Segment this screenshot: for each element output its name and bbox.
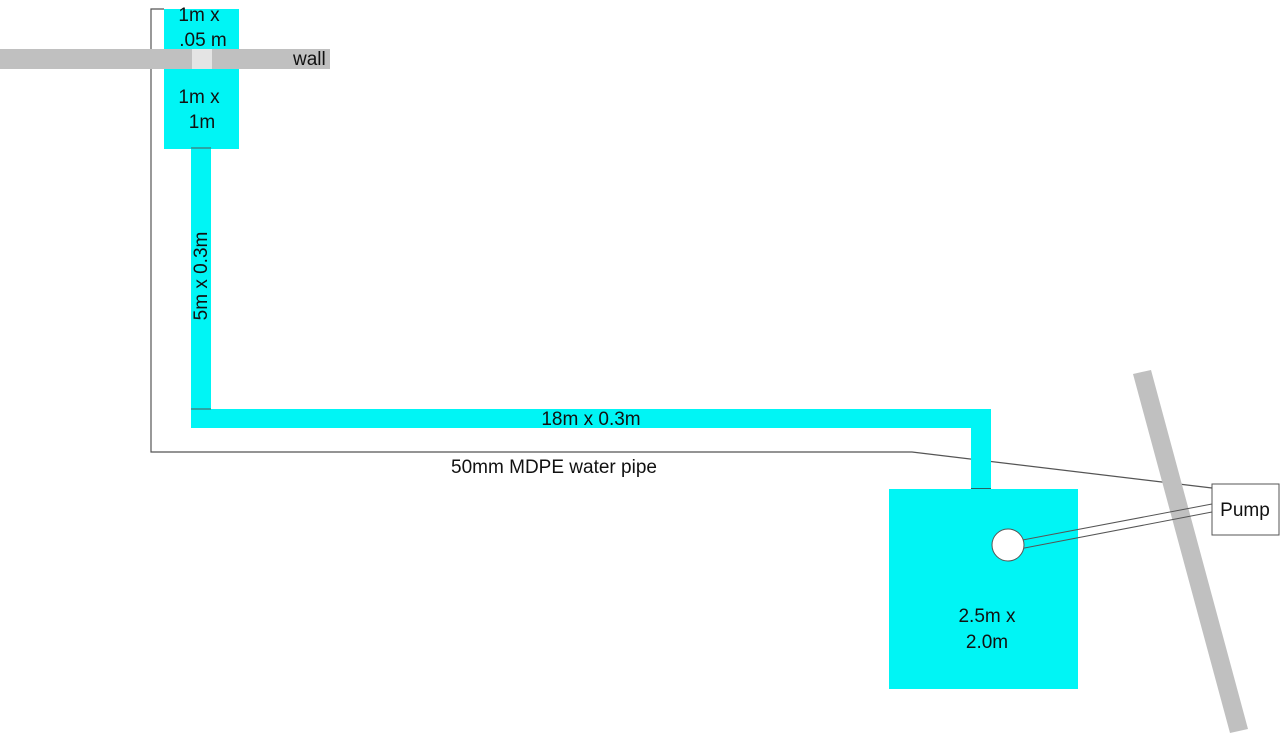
lower-pool-label-line1: 2.5m x bbox=[958, 606, 1016, 627]
wall-gap bbox=[192, 49, 212, 69]
horizontal-channel-label: 18m x 0.3m bbox=[541, 409, 640, 430]
wall-top bbox=[0, 49, 330, 69]
pump-intake bbox=[991, 528, 1025, 562]
wall-label: wall bbox=[292, 49, 326, 70]
lower-pool-label-line2: 2.0m bbox=[966, 632, 1008, 653]
vertical-channel bbox=[191, 148, 211, 428]
lower-pool bbox=[889, 489, 1078, 689]
suction-hose-bottom bbox=[1008, 511, 1213, 552]
upper-pool-label-line1: 1m x bbox=[178, 87, 220, 108]
top-pool-label-line1: 1m x bbox=[178, 5, 220, 26]
drop-channel bbox=[971, 409, 991, 491]
water-pipe-line bbox=[150, 8, 1213, 489]
pump-label: Pump bbox=[1220, 500, 1270, 521]
top-pool-label-line2: .05 m bbox=[179, 30, 227, 51]
pump-box bbox=[1211, 483, 1280, 536]
wall-diagonal bbox=[1133, 370, 1248, 733]
suction-hose-top bbox=[1006, 503, 1213, 544]
horizontal-channel bbox=[191, 409, 991, 428]
vertical-channel-label: 5m x 0.3m bbox=[191, 232, 212, 321]
water-pipe-label: 50mm MDPE water pipe bbox=[451, 457, 657, 478]
top-pool bbox=[164, 9, 239, 149]
upper-pool-label-line2: 1m bbox=[189, 112, 215, 133]
